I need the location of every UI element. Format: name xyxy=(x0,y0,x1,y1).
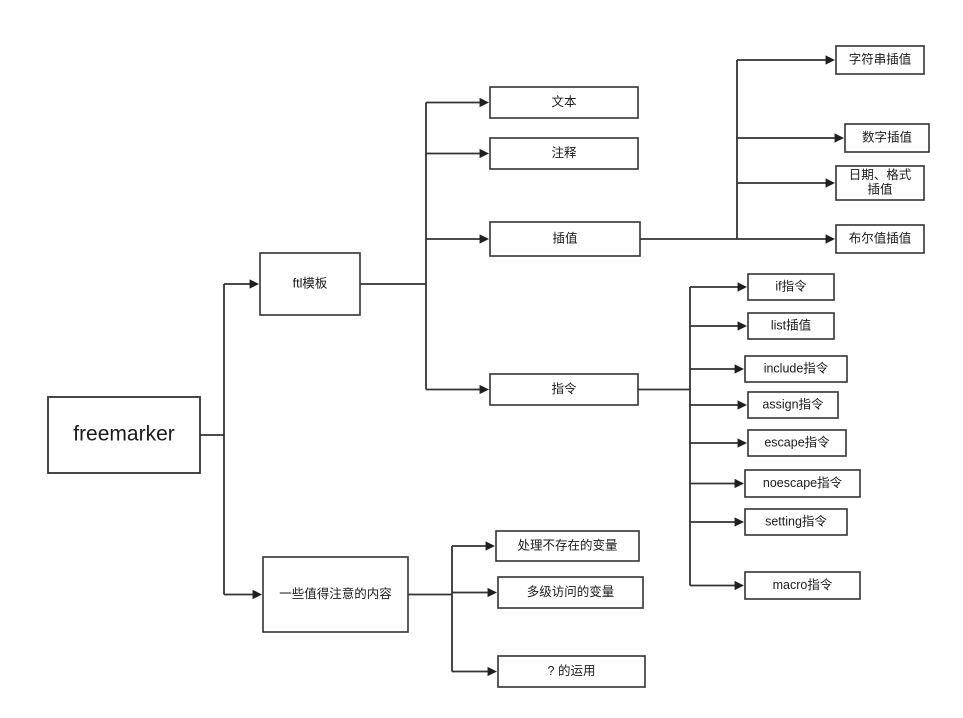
node-directive[interactable]: 指令 xyxy=(489,373,639,406)
arrow-head-icon-date-format-interp xyxy=(825,178,835,188)
node-include-directive[interactable]: include指令 xyxy=(744,355,848,383)
node-label-list-directive: list插值 xyxy=(771,317,811,332)
node-comment[interactable]: 注释 xyxy=(489,137,639,170)
node-box-ftl xyxy=(259,252,361,316)
node-bool-interp[interactable]: 布尔值插值 xyxy=(835,224,925,254)
node-label-notes: 一些值得注意的内容 xyxy=(279,586,392,601)
node-box-if-directive xyxy=(747,273,835,301)
node-setting-directive[interactable]: setting指令 xyxy=(744,508,848,536)
node-box-nonexist-var xyxy=(495,530,640,562)
node-label-assign-directive: assign指令 xyxy=(762,396,824,411)
arrow-head-icon-noescape-directive xyxy=(734,478,744,489)
node-box-macro-directive xyxy=(744,571,861,600)
node-label-noescape-directive: noescape指令 xyxy=(763,475,843,490)
node-label-macro-directive: macro指令 xyxy=(773,577,833,592)
node-label-string-interp: 字符串插值 xyxy=(849,51,912,66)
arrow-head-icon-multilevel-var xyxy=(487,587,497,598)
arrow-head-icon-interp xyxy=(479,234,489,244)
arrow-head-icon-notes xyxy=(252,589,262,600)
node-number-interp[interactable]: 数字插值 xyxy=(844,123,930,153)
arrow-head-icon-nonexist-var xyxy=(485,541,495,551)
node-box-comment xyxy=(489,137,639,170)
node-box-assign-directive xyxy=(747,391,839,419)
arrow-head-icon-bool-interp xyxy=(825,234,835,244)
node-question-usage[interactable]: ? 的运用 xyxy=(497,655,646,688)
node-box-text xyxy=(489,86,639,119)
node-if-directive[interactable]: if指令 xyxy=(747,273,835,301)
arrow-head-icon-text xyxy=(479,97,489,108)
node-label-freemarker: freemarker xyxy=(73,423,175,446)
node-label-include-directive: include指令 xyxy=(764,360,829,375)
connector-layer xyxy=(200,55,844,677)
node-label-comment: 注释 xyxy=(551,145,577,160)
arrow-head-icon-include-directive xyxy=(734,364,744,374)
arrow-head-icon-comment xyxy=(479,148,489,159)
arrow-head-icon-string-interp xyxy=(825,55,835,65)
node-label-question-usage: ? 的运用 xyxy=(548,663,596,678)
node-string-interp[interactable]: 字符串插值 xyxy=(835,45,925,75)
arrow-head-icon-assign-directive xyxy=(737,400,747,410)
node-ftl[interactable]: ftl模板 xyxy=(259,252,361,316)
node-box-list-directive xyxy=(747,312,835,340)
arrow-head-icon-setting-directive xyxy=(734,517,744,527)
node-box-multilevel-var xyxy=(497,576,644,609)
node-label-directive: 指令 xyxy=(551,381,577,396)
node-label-nonexist-var: 处理不存在的变量 xyxy=(517,537,617,552)
node-list-directive[interactable]: list插值 xyxy=(747,312,835,340)
node-box-date-format-interp xyxy=(835,165,925,201)
node-label-date-format-interp: 日期、格式插值 xyxy=(849,167,912,197)
node-label-ftl: ftl模板 xyxy=(293,276,328,290)
node-macro-directive[interactable]: macro指令 xyxy=(744,571,861,600)
node-label-interp: 插值 xyxy=(552,230,577,245)
node-box-notes xyxy=(262,556,409,633)
node-box-noescape-directive xyxy=(744,469,861,498)
node-box-include-directive xyxy=(744,355,848,383)
node-box-interp xyxy=(489,221,641,257)
node-nonexist-var[interactable]: 处理不存在的变量 xyxy=(495,530,640,562)
node-label-if-directive: if指令 xyxy=(775,278,807,293)
node-label-setting-directive: setting指令 xyxy=(765,513,827,528)
arrow-head-icon-macro-directive xyxy=(734,580,744,591)
node-escape-directive[interactable]: escape指令 xyxy=(747,429,847,457)
node-box-string-interp xyxy=(835,45,925,75)
node-label-number-interp: 数字插值 xyxy=(862,129,912,144)
node-box-escape-directive xyxy=(747,429,847,457)
arrow-head-icon-number-interp xyxy=(834,133,844,143)
node-date-format-interp[interactable]: 日期、格式插值 xyxy=(835,165,925,201)
node-notes[interactable]: 一些值得注意的内容 xyxy=(262,556,409,633)
arrow-head-icon-question-usage xyxy=(487,666,497,677)
node-interp[interactable]: 插值 xyxy=(489,221,641,257)
node-box-directive xyxy=(489,373,639,406)
node-box-freemarker xyxy=(47,396,201,474)
node-noescape-directive[interactable]: noescape指令 xyxy=(744,469,861,498)
arrow-head-icon-ftl xyxy=(249,279,259,289)
node-label-bool-interp: 布尔值插值 xyxy=(849,230,912,245)
node-box-bool-interp xyxy=(835,224,925,254)
node-multilevel-var[interactable]: 多级访问的变量 xyxy=(497,576,644,609)
node-box-number-interp xyxy=(844,123,930,153)
node-box-setting-directive xyxy=(744,508,848,536)
node-text[interactable]: 文本 xyxy=(489,86,639,119)
node-label-text: 文本 xyxy=(551,94,577,109)
arrow-head-icon-if-directive xyxy=(737,282,747,292)
arrow-head-icon-list-directive xyxy=(737,321,747,331)
node-box-question-usage xyxy=(497,655,646,688)
arrow-head-icon-escape-directive xyxy=(737,438,747,448)
node-label-multilevel-var: 多级访问的变量 xyxy=(527,584,615,599)
node-assign-directive[interactable]: assign指令 xyxy=(747,391,839,419)
node-freemarker[interactable]: freemarker xyxy=(47,396,201,474)
node-label-escape-directive: escape指令 xyxy=(764,434,830,449)
arrow-head-icon-directive xyxy=(479,384,489,395)
